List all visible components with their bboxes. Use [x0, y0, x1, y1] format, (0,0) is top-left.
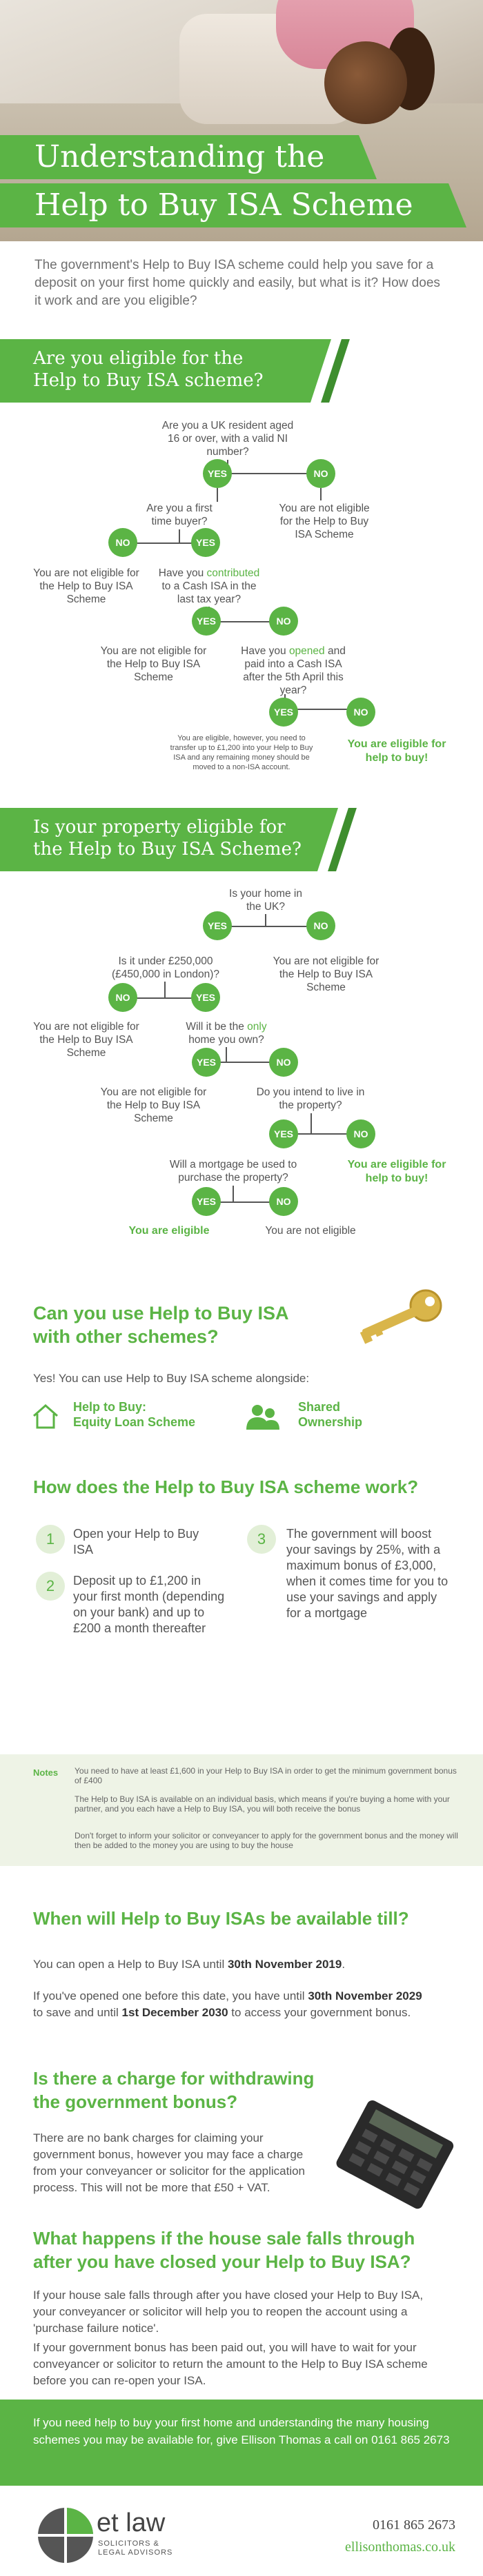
elig-q2-no-result: You are not eligible for the Help to Buy…	[33, 567, 139, 605]
elig-q3: Have you contributed to a Cash ISA in th…	[158, 567, 260, 605]
step2-text: Deposit up to £1,200 in your first month…	[73, 1574, 225, 1635]
prop-q1-no-node: NO	[306, 911, 335, 940]
property-banner: Is your property eligible for the Help t…	[0, 808, 357, 871]
scheme-shared-ownership: Shared Ownership	[298, 1400, 363, 1429]
prop-q4: Do you intend to live in the property?	[256, 1086, 365, 1111]
prop-q5-no-node: NO	[269, 1187, 298, 1216]
prop-q3: Will it be the only home you own?	[186, 1021, 267, 1046]
falls-p2: If your government bonus has been paid o…	[33, 2341, 428, 2387]
when-p1: You can open a Help to Buy ISA until 30t…	[33, 1958, 346, 1971]
people-icon	[246, 1405, 279, 1430]
elig-q2: Are you a first time buyer?	[146, 503, 213, 527]
step1-text: Open your Help to Buy ISA	[73, 1527, 199, 1556]
property-banner-line1: Is your property eligible for	[33, 817, 286, 838]
step3-text: The government will boost your savings b…	[286, 1527, 448, 1620]
elig-q2-yes-node: YES	[191, 528, 220, 557]
prop-q5-no-result: You are not eligible	[265, 1225, 356, 1237]
step1-number: 1	[36, 1525, 65, 1554]
key-icon	[359, 1289, 442, 1344]
logo-subtitle: SOLICITORS & LEGAL ADVISORS	[98, 2539, 173, 2557]
page-title-line1: Understanding the	[0, 135, 377, 179]
elig-q1-no-node: NO	[306, 459, 335, 488]
other-schemes-title: Can you use Help to Buy ISA with other s…	[33, 1303, 289, 1347]
eligibility-banner-line2: Help to Buy ISA scheme?	[33, 370, 264, 391]
footer-website-link[interactable]: ellisonthomas.co.uk	[345, 2539, 455, 2555]
note-2: The Help to Buy ISA is available on an i…	[75, 1794, 450, 1814]
elig-q4-no-node: NO	[346, 698, 375, 727]
prop-q5-yes-node: YES	[192, 1187, 221, 1216]
notes-label: Notes	[33, 1767, 59, 1778]
charge-text: There are no bank charges for claiming y…	[33, 2131, 306, 2194]
notes-panel	[0, 1754, 483, 1866]
prop-q4-no-node: NO	[346, 1119, 375, 1148]
property-banner-line2: the Help to Buy ISA Scheme?	[33, 839, 302, 860]
prop-q2-no-result: You are not eligible for the Help to Buy…	[33, 1021, 139, 1059]
elig-q1: Are you a UK resident aged 16 or over, w…	[161, 420, 294, 458]
prop-q3-yes-result: You are not eligible for the Help to Buy…	[100, 1086, 207, 1124]
elig-q4-no-result: You are eligible for help to buy!	[347, 738, 446, 764]
other-schemes-text: Yes! You can use Help to Buy ISA scheme …	[33, 1372, 310, 1385]
elig-q1-yes-node: YES	[203, 459, 232, 488]
elig-q3-no-node: NO	[269, 607, 298, 636]
scheme-equity-loan: Help to Buy: Equity Loan Scheme	[73, 1400, 196, 1429]
how-title: How does the Help to Buy ISA scheme work…	[33, 1477, 419, 1497]
when-p2: If you've opened one before this date, y…	[33, 1989, 422, 2019]
note-3: Don't forget to inform your solicitor or…	[75, 1831, 458, 1850]
prop-q5: Will a mortgage be used to purchase the …	[169, 1159, 297, 1184]
calculator-icon	[336, 2100, 454, 2209]
prop-q2-yes-node: YES	[191, 983, 220, 1012]
logo-text: et law	[97, 2508, 166, 2537]
elig-q4-yes-result: You are eligible, however, you need to t…	[170, 734, 313, 771]
eligibility-banner: Are you eligible for the Help to Buy ISA…	[0, 339, 350, 403]
elig-q3-yes-result: You are not eligible for the Help to Buy…	[100, 645, 207, 683]
elig-q3-yes-node: YES	[192, 607, 221, 636]
charge-title: Is there a charge for withdrawing the go…	[33, 2068, 315, 2112]
prop-q4-no-result: You are eligible for help to buy!	[347, 1159, 446, 1184]
prop-q2: Is it under £250,000 (£450,000 in London…	[112, 955, 219, 980]
when-title: When will Help to Buy ISAs be available …	[33, 1908, 409, 1929]
step2-number: 2	[36, 1572, 65, 1601]
prop-q1: Is your home in the UK?	[229, 888, 302, 913]
eligibility-banner-line1: Are you eligible for the	[33, 348, 244, 369]
prop-q3-no-node: NO	[269, 1048, 298, 1077]
prop-q1-yes-node: YES	[203, 911, 232, 940]
footer-cta: If you need help to buy your first home …	[33, 2416, 450, 2446]
dog-shape	[324, 41, 407, 124]
falls-p1: If your house sale falls through after y…	[33, 2289, 424, 2335]
note-1: You need to have at least £1,600 in your…	[75, 1766, 457, 1785]
page-title-line2: Help to Buy ISA Scheme	[0, 183, 466, 227]
elig-q4-yes-node: YES	[269, 698, 298, 727]
footer-cta-band	[0, 2400, 483, 2486]
et-law-logo-mark	[38, 2508, 93, 2563]
house-icon	[33, 1403, 58, 1429]
prop-q2-no-node: NO	[108, 983, 137, 1012]
prop-q1-no-result: You are not eligible for the Help to Buy…	[273, 955, 379, 993]
footer-phone[interactable]: 0161 865 2673	[373, 2517, 455, 2533]
prop-q3-yes-node: YES	[192, 1048, 221, 1077]
elig-q1-no-result: You are not eligible for the Help to Buy…	[279, 503, 370, 540]
step3-number: 3	[247, 1525, 276, 1554]
falls-title: What happens if the house sale falls thr…	[33, 2228, 415, 2272]
intro-text: The government's Help to Buy ISA scheme …	[34, 258, 440, 308]
prop-q4-yes-node: YES	[269, 1119, 298, 1148]
prop-q5-yes-result: You are eligible	[128, 1225, 210, 1237]
elig-q2-no-node: NO	[108, 528, 137, 557]
elig-q4: Have you opened and paid into a Cash ISA…	[241, 645, 346, 696]
